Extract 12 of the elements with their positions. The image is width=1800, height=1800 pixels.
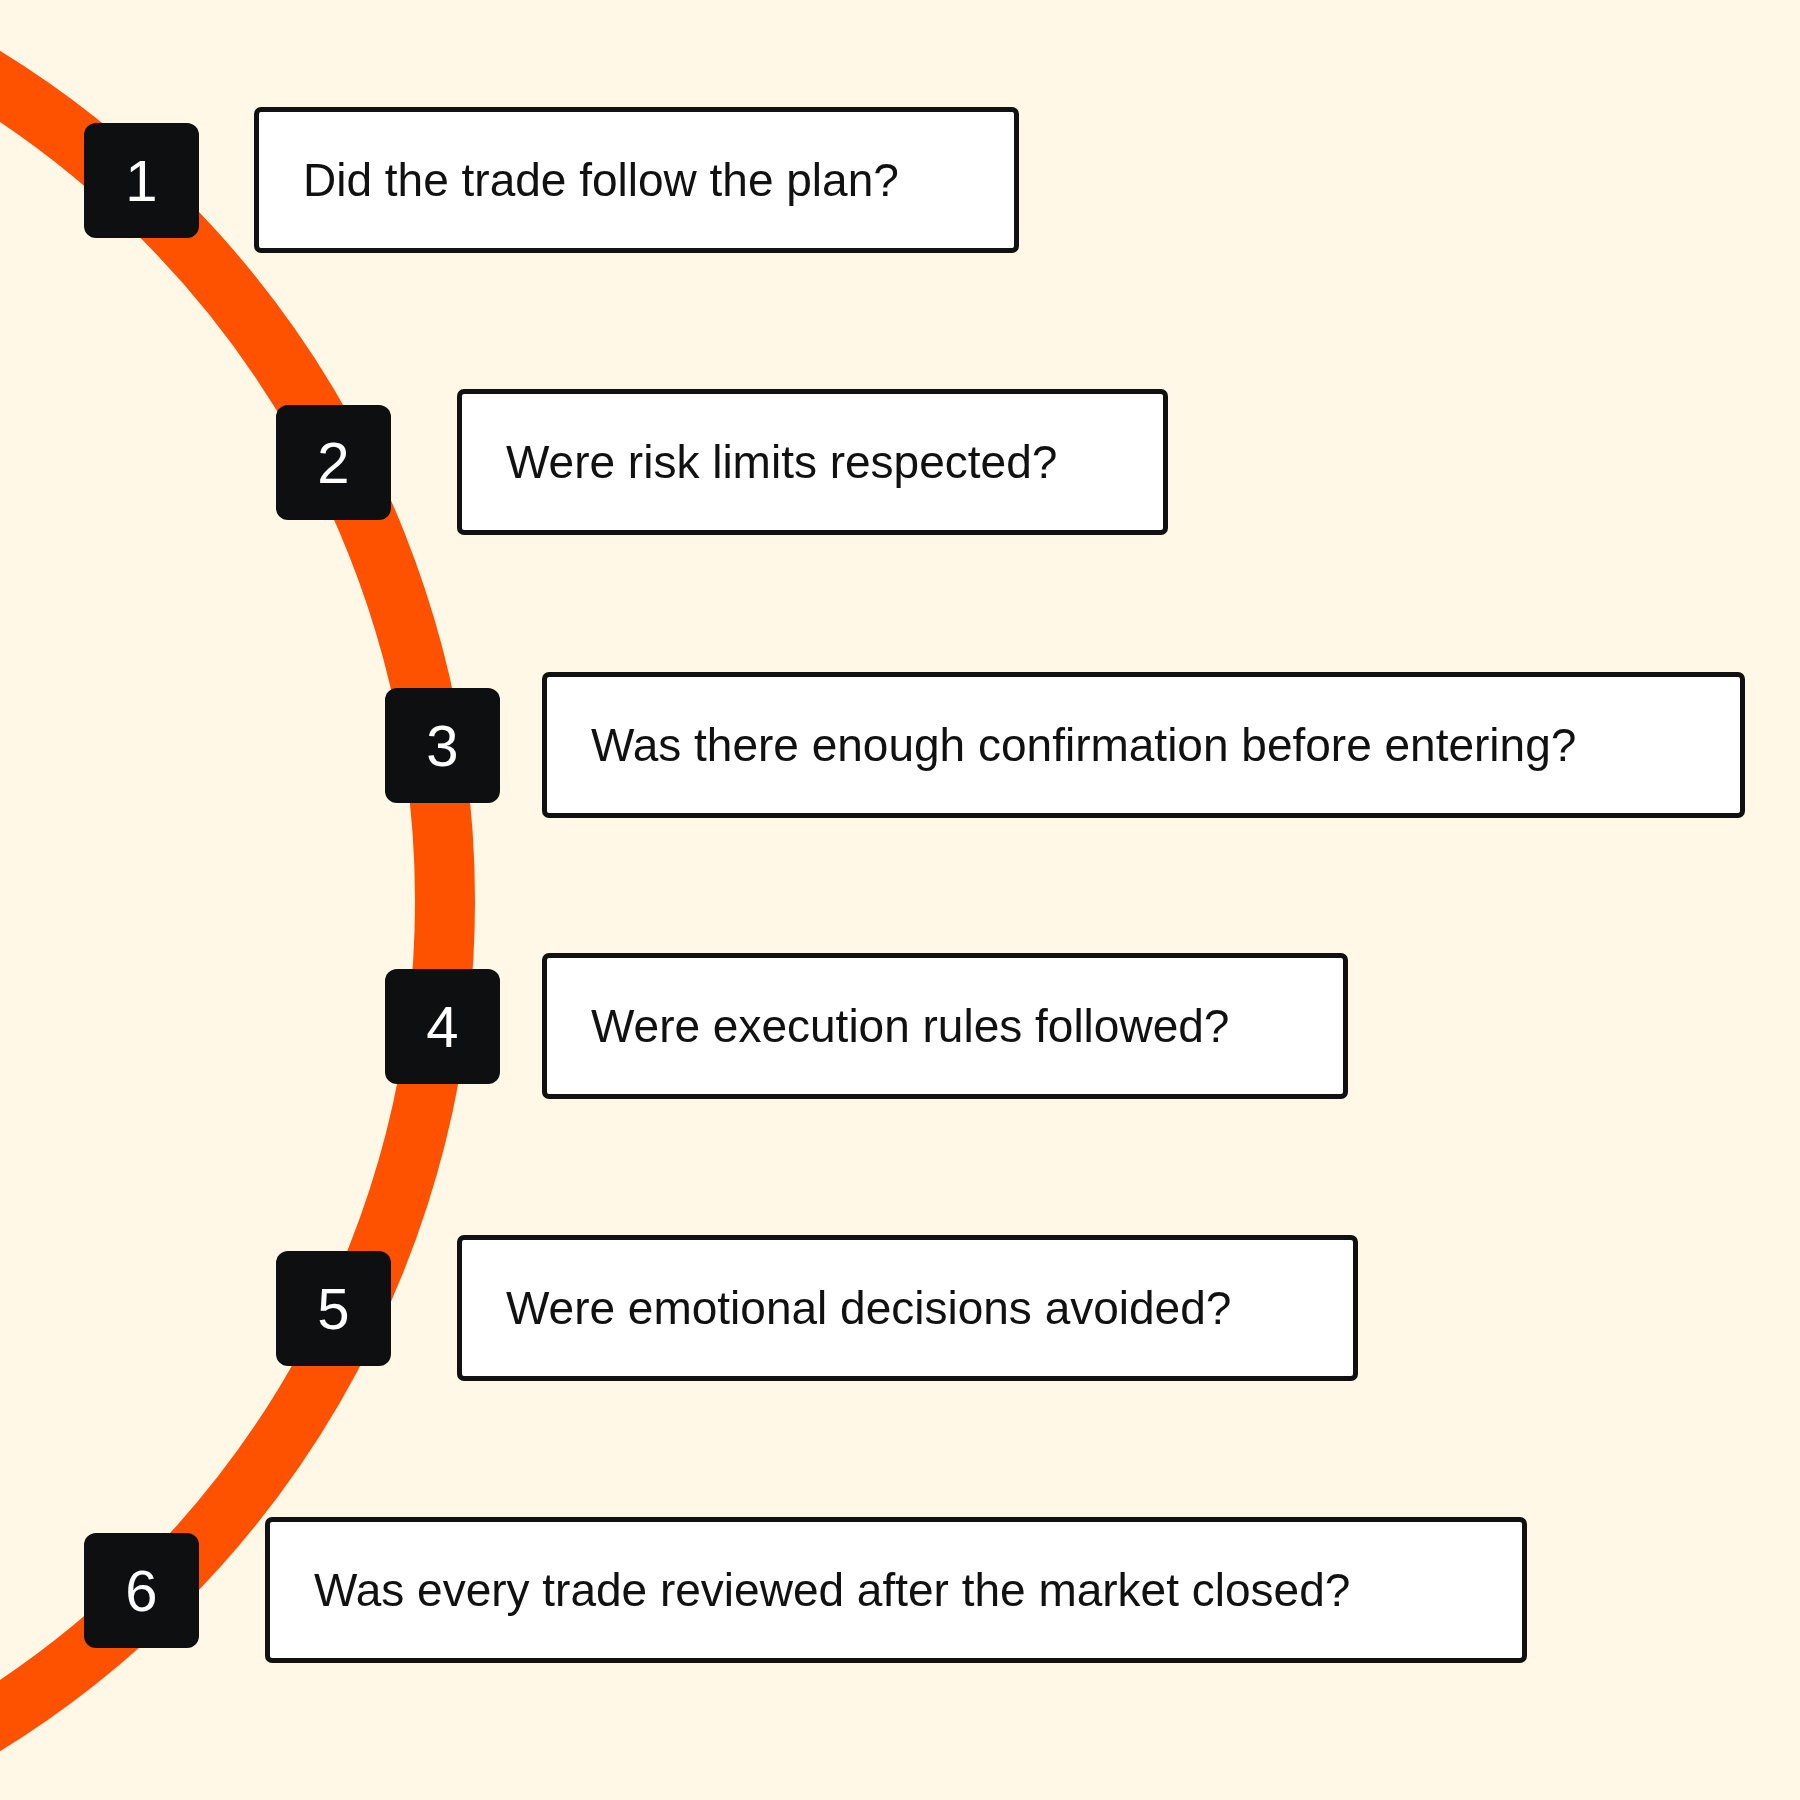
- number-badge: 2: [276, 405, 391, 520]
- question-box: Was there enough confirmation before entering?: [542, 672, 1745, 818]
- question-box: Were emotional decisions avoided?: [457, 1235, 1358, 1381]
- question-box: Were execution rules followed?: [542, 953, 1348, 1099]
- question-box: Was every trade reviewed after the market closed?: [265, 1517, 1527, 1663]
- number-badge: 4: [385, 969, 500, 1084]
- question-box: Did the trade follow the plan?: [254, 107, 1019, 253]
- number-badge: 3: [385, 688, 500, 803]
- number-badge: 5: [276, 1251, 391, 1366]
- number-badge: 1: [84, 123, 199, 238]
- question-box: Were risk limits respected?: [457, 389, 1168, 535]
- number-badge: 6: [84, 1533, 199, 1648]
